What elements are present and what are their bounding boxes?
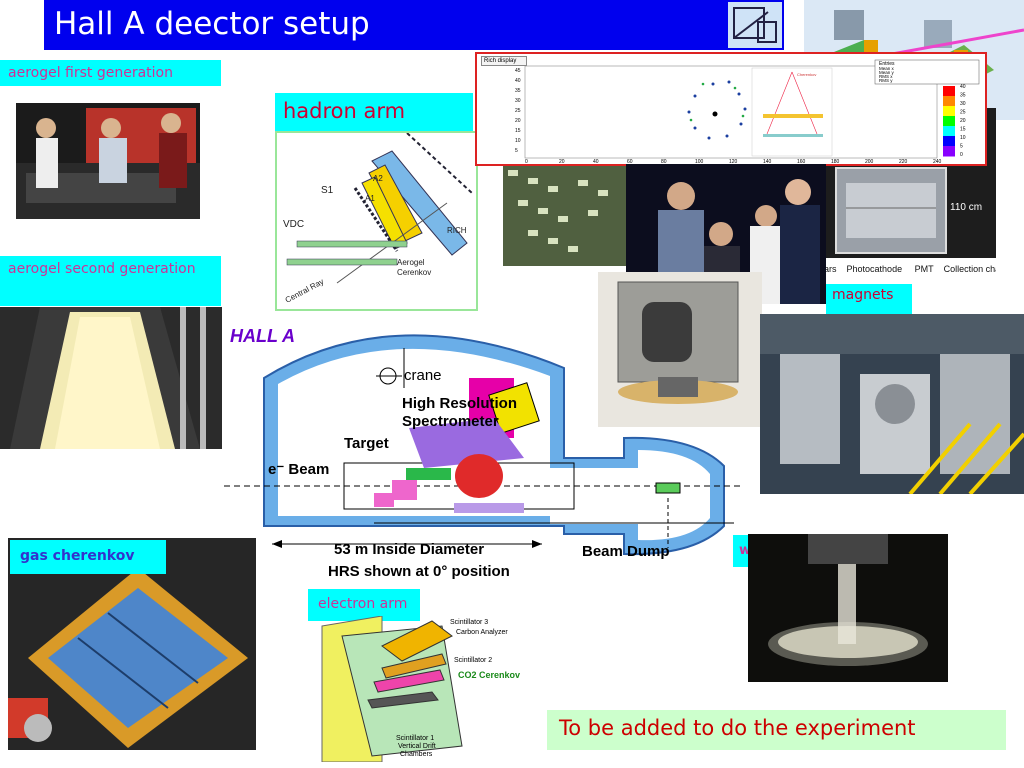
diameter-label: 53 m Inside Diameter bbox=[334, 541, 484, 558]
label-aerogel-first: aerogel first generation bbox=[0, 60, 221, 86]
rich-inset-label: Cherenkov bbox=[797, 72, 816, 77]
hadron-central-ray-label: Central Ray bbox=[284, 277, 326, 305]
rich-colorbar-tick: 20 bbox=[960, 118, 966, 124]
rich-colorbar-tick: 30 bbox=[960, 101, 966, 107]
rich-xtick: 220 bbox=[899, 159, 908, 164]
rich-caption-1: Photocathode bbox=[846, 264, 903, 274]
rich-colorbar-segment bbox=[943, 86, 955, 97]
rich-xtick: 160 bbox=[797, 159, 806, 164]
rich-xtick: 120 bbox=[729, 159, 738, 164]
rich-ytick: 20 bbox=[515, 118, 521, 124]
rich-colorbar-tick: 35 bbox=[960, 93, 966, 99]
rich-window-title: Rich display bbox=[481, 56, 527, 66]
rich-colorbar-tick: 5 bbox=[960, 144, 963, 150]
hadron-aerogel-label: Aerogel bbox=[397, 258, 425, 267]
electron-arm-diagram: Scintillator 3 Carbon Analyzer Scintilla… bbox=[312, 615, 537, 763]
rich-xtick: 240 bbox=[933, 159, 942, 164]
rich-colorbar-tick: 10 bbox=[960, 135, 966, 141]
rich-display-panel: Rich display 45 40 35 30 25 20 15 10 5 0 20 40 60 80… bbox=[475, 52, 987, 166]
beam-label: e⁻ Beam bbox=[268, 461, 329, 478]
footer-note-text: To be added to do the experiment bbox=[559, 716, 916, 740]
rich-ytick: 45 bbox=[515, 68, 521, 74]
footer-note: To be added to do the experiment bbox=[547, 710, 1006, 750]
label-magnets: magnets bbox=[826, 284, 912, 314]
rich-caption-3: Collection chamber bbox=[943, 264, 996, 274]
rich-stats-title: Entries bbox=[879, 61, 895, 67]
hadron-arm-diagram: S1 A2 A1 VDC RICH Aerogel Cerenkov Centr… bbox=[275, 131, 478, 311]
rich-xtick: 200 bbox=[865, 159, 874, 164]
rich-colorbar-tick: 40 bbox=[960, 84, 966, 90]
e-vdc1-label: Vertical Drift bbox=[398, 743, 436, 750]
rich-colorbar-tick: 15 bbox=[960, 127, 966, 133]
rich-ytick: 30 bbox=[515, 98, 521, 104]
hrs-label-1: High Resolution bbox=[402, 395, 517, 412]
rich-colorbar-segment bbox=[943, 146, 955, 157]
rich-ytick: 5 bbox=[515, 148, 518, 154]
target-label: Target bbox=[344, 435, 389, 452]
hadron-a1-label: A1 bbox=[365, 194, 375, 203]
hadron-rich-label: RICH bbox=[447, 226, 467, 235]
hadron-a2-label: A2 bbox=[373, 174, 383, 183]
label-gas-cherenkov: gas cherenkov bbox=[10, 540, 166, 574]
aerogel-first-photo bbox=[16, 103, 200, 219]
rich-colorbar-segment bbox=[943, 116, 955, 127]
hadron-cerenkov-label: Cerenkov bbox=[397, 268, 431, 277]
rich-ytick: 25 bbox=[515, 108, 521, 114]
aerogel-second-photo bbox=[0, 307, 222, 449]
rich-colorbar-segment bbox=[943, 136, 955, 147]
rich-xtick: 40 bbox=[593, 159, 599, 164]
title-thumbnail bbox=[728, 2, 782, 48]
rich-110cm-label: 110 cm bbox=[950, 202, 983, 213]
rich-caption-2: PMT bbox=[914, 264, 934, 274]
e-vdc2-label: Chambers bbox=[400, 751, 433, 758]
rich-xtick: 140 bbox=[763, 159, 772, 164]
rich-ytick: 10 bbox=[515, 138, 521, 144]
rich-ytick: 15 bbox=[515, 128, 521, 134]
rich-colorbar-segment bbox=[943, 96, 955, 107]
hadron-s1-label: S1 bbox=[321, 185, 334, 196]
e-scint2-label: Scintillator 2 bbox=[454, 657, 492, 664]
label-hadron-arm: hadron arm bbox=[275, 93, 473, 131]
rich-colorbar-segment bbox=[943, 106, 955, 117]
pmt-array-photo bbox=[503, 150, 639, 266]
title-bar: Hall A deector setup bbox=[44, 0, 784, 50]
hadron-vdc-label: VDC bbox=[283, 219, 304, 230]
detector-sketch-icon bbox=[733, 7, 777, 43]
rich-xtick: 20 bbox=[559, 159, 565, 164]
e-carbon-label: Carbon Analyzer bbox=[456, 629, 508, 636]
slide-title: Hall A deector setup bbox=[54, 6, 370, 42]
e-co2-label: CO2 Cerenkov bbox=[458, 670, 520, 680]
rich-xtick: 180 bbox=[831, 159, 840, 164]
lab-equipment-photo bbox=[760, 314, 1024, 494]
rich-stats-2: RMS x bbox=[879, 74, 893, 79]
rich-ytick: 35 bbox=[515, 88, 521, 94]
rich-stats-1: Mean y bbox=[879, 70, 895, 75]
e-scint3-label: Scintillator 3 bbox=[450, 619, 488, 626]
hall-a-label: HALL A bbox=[230, 326, 295, 346]
rich-xtick: 80 bbox=[661, 159, 667, 164]
label-electron-arm: electron arm bbox=[308, 589, 420, 621]
rich-ytick: 40 bbox=[515, 78, 521, 84]
rich-caption-0: ars bbox=[826, 264, 837, 274]
waterfall-photo bbox=[748, 534, 948, 682]
rich-colorbar-tick: 0 bbox=[960, 152, 963, 158]
gas-cherenkov-photo bbox=[8, 538, 256, 750]
hrs-position-label: HRS shown at 0° position bbox=[328, 563, 510, 580]
rich-colorbar-tick: 25 bbox=[960, 110, 966, 116]
hrs-label-2: Spectrometer bbox=[402, 413, 499, 430]
rich-colorbar-segment bbox=[943, 126, 955, 137]
rich-captions: ars Photocathode PMT Collection chamber bbox=[826, 264, 996, 274]
label-aerogel-second: aerogel second generation bbox=[0, 256, 221, 306]
beam-dump-label: Beam Dump bbox=[582, 543, 670, 560]
rich-stats-0: Mean x bbox=[879, 66, 895, 71]
magnet-photo bbox=[598, 272, 762, 427]
rich-xtick: 60 bbox=[627, 159, 633, 164]
crane-label: crane bbox=[404, 367, 442, 384]
rich-stats-3: RMS y bbox=[879, 78, 893, 83]
rich-xtick: 0 bbox=[525, 159, 528, 164]
hall-a-diagram: HALL A crane High Resolution Spectromete… bbox=[224, 318, 740, 590]
e-scint1-label: Scintillator 1 bbox=[396, 735, 434, 742]
rich-xtick: 100 bbox=[695, 159, 704, 164]
